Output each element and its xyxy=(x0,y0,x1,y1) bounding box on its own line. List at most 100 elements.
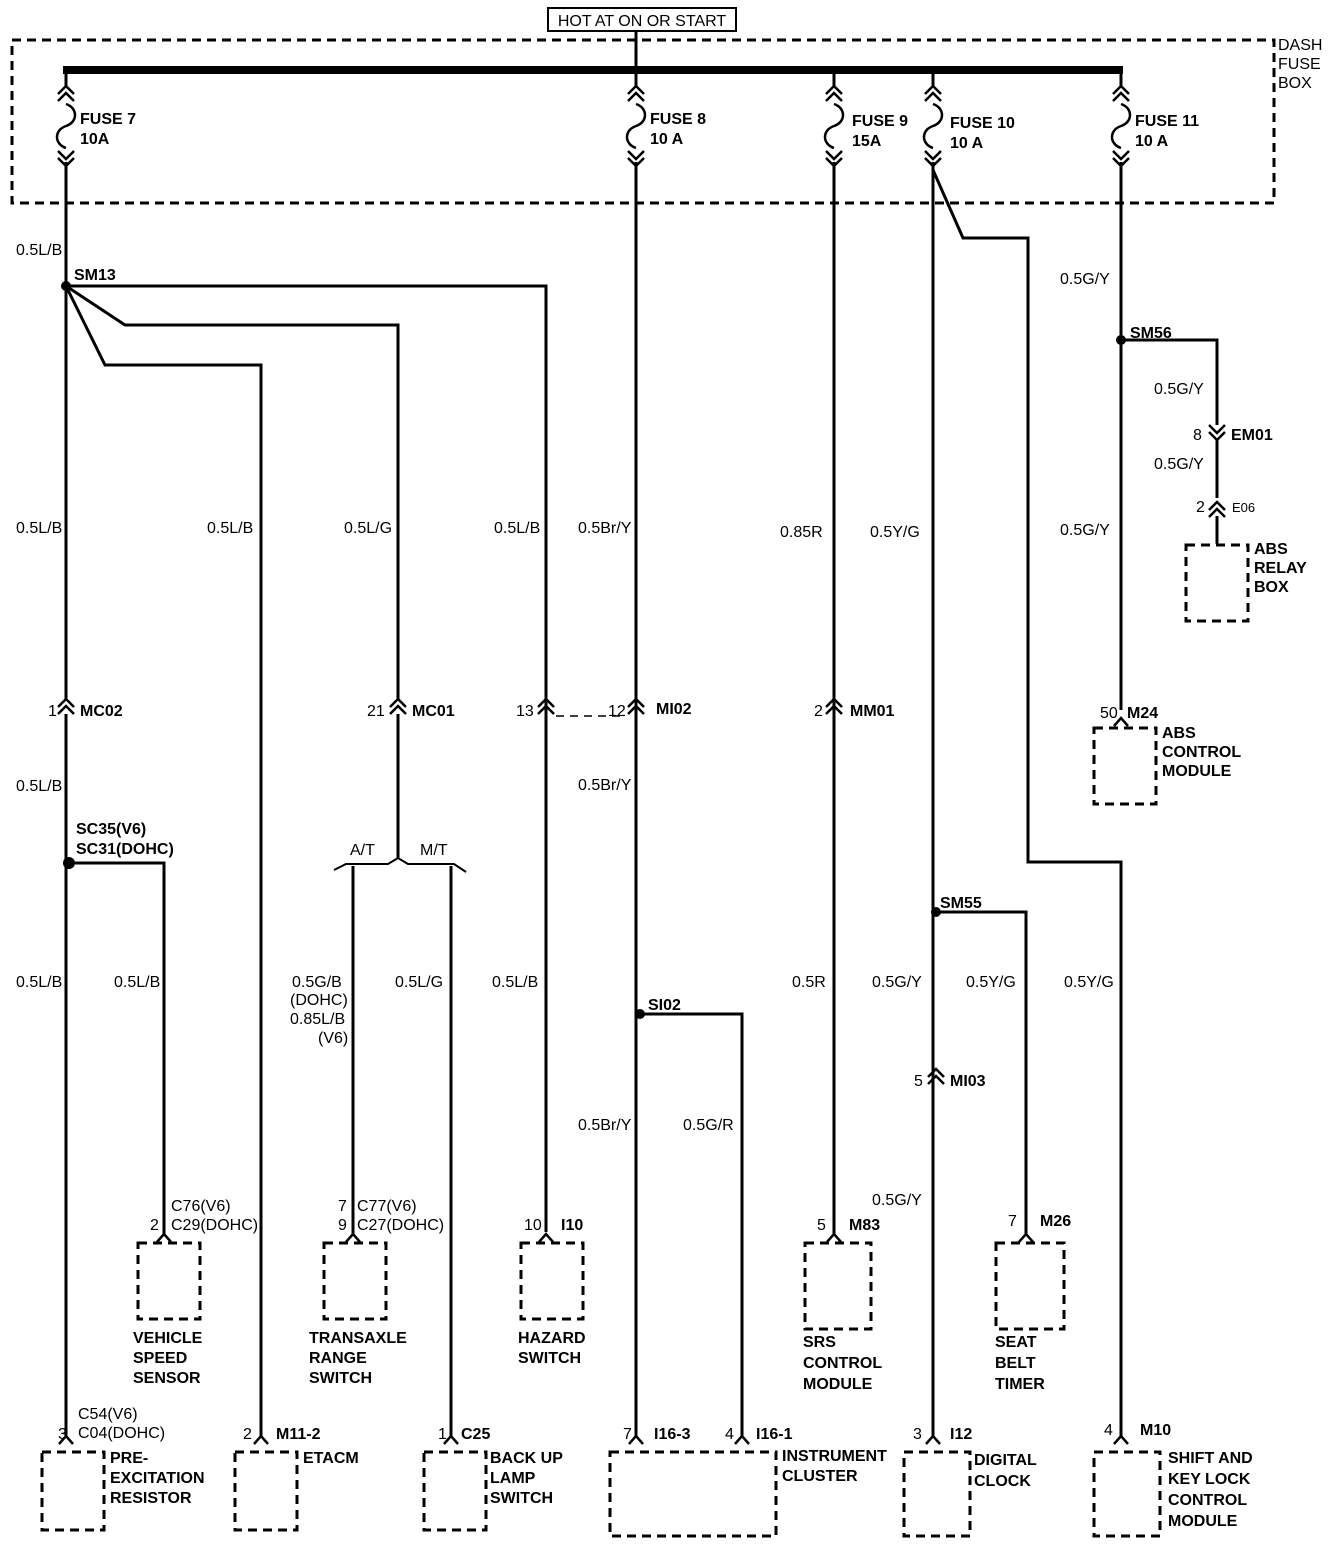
fuse-7-name: FUSE 7 xyxy=(80,111,136,128)
wire-label-trs-1: 0.5G/B xyxy=(292,974,342,991)
abs-module-label-1: ABS xyxy=(1162,725,1196,742)
vss-label-3: SENSOR xyxy=(133,1370,201,1387)
mc02-pin: 1 xyxy=(48,703,57,720)
hazard-terminal xyxy=(537,1232,555,1244)
fuse-9-amps: 15A xyxy=(852,133,882,150)
fuse-9-name: FUSE 9 xyxy=(852,113,908,130)
vss-label-2: SPEED xyxy=(133,1350,187,1367)
wire-label-mc01: 0.5L/G xyxy=(344,520,392,537)
abs-module-label-3: MODULE xyxy=(1162,763,1232,780)
wire-label-f9-bot: 0.5R xyxy=(792,974,826,991)
abs-module-label-2: CONTROL xyxy=(1162,744,1241,761)
wire-label-mc02-top: 0.5L/B xyxy=(16,520,62,537)
abs-control-module xyxy=(1092,726,1158,806)
vss-conn-1: C76(V6) xyxy=(171,1198,231,1215)
shiftlock-pin: 4 xyxy=(1104,1422,1113,1439)
fuse-8-amps: 10 A xyxy=(650,131,684,148)
wire-sm13-hazard xyxy=(66,284,548,1232)
trs-terminal xyxy=(344,1232,362,1244)
backup-pin: 1 xyxy=(438,1426,447,1443)
trs-pin-1: 7 xyxy=(338,1198,347,1215)
wire-label-f7: 0.5L/B xyxy=(16,242,62,259)
fuse-9 xyxy=(823,74,845,200)
backup-label-3: SWITCH xyxy=(490,1490,553,1507)
transaxle-range-switch xyxy=(322,1241,388,1321)
wire-label-f8-bot: 0.5Br/Y xyxy=(578,1117,632,1134)
mm01-name: MM01 xyxy=(850,703,895,720)
clock-pin: 3 xyxy=(913,1426,922,1443)
digital-clock xyxy=(902,1450,972,1538)
srs-label-1: SRS xyxy=(803,1334,836,1351)
em01-pin: 8 xyxy=(1193,427,1202,444)
wire-label-vss: 0.5L/B xyxy=(114,974,160,991)
mc01-name: MC01 xyxy=(412,703,455,720)
backup-lamp-switch xyxy=(422,1450,488,1532)
wire-label-backup: 0.5L/G xyxy=(395,974,443,991)
wire-label-f10-seat: 0.5Y/G xyxy=(966,974,1016,991)
seatbelt-label-1: SEAT xyxy=(995,1334,1037,1351)
wire-label-trs-3: 0.85L/B xyxy=(290,1011,345,1028)
srs-pin: 5 xyxy=(817,1217,826,1234)
mi02-name: MI02 xyxy=(656,701,692,718)
splice-si02-label: SI02 xyxy=(648,997,681,1014)
srs-terminal xyxy=(825,1232,843,1244)
connector-mc02 xyxy=(56,697,76,716)
cluster-pin-1: 7 xyxy=(623,1426,632,1443)
connector-mc01 xyxy=(388,697,408,716)
instrument-cluster xyxy=(608,1450,778,1538)
wire-label-f10-shift: 0.5Y/G xyxy=(1064,974,1114,991)
srs-label-3: MODULE xyxy=(803,1376,873,1393)
hot-label-box xyxy=(547,7,737,32)
fuse-box-label-2: FUSE xyxy=(1278,56,1321,73)
wire-label-f8-top: 0.5Br/Y xyxy=(578,520,632,537)
etacm-module xyxy=(233,1450,299,1532)
trs-label-1: TRANSAXLE xyxy=(309,1330,407,1347)
hot-label: HOT AT ON OR START xyxy=(558,13,727,30)
wire-sm56-em01 xyxy=(1121,338,1219,425)
fuse-11-name: FUSE 11 xyxy=(1135,113,1199,130)
wire-label-f11-top: 0.5G/Y xyxy=(1060,271,1110,288)
wire-label-f10-gy: 0.5G/Y xyxy=(872,974,922,991)
hazard-conn: I10 xyxy=(561,1217,583,1234)
wire-label-hazard-bot: 0.5L/B xyxy=(492,974,538,991)
connector-em01 xyxy=(1207,423,1227,442)
vehicle-speed-sensor xyxy=(136,1241,202,1321)
fuse-7 xyxy=(55,74,77,200)
shiftlock-label-3: CONTROL xyxy=(1168,1492,1247,1509)
trs-label-2: RANGE xyxy=(309,1350,367,1367)
cluster-conn-2: I16-1 xyxy=(756,1426,793,1443)
wire-label-etacm: 0.5L/B xyxy=(207,520,253,537)
mm01-pin: 2 xyxy=(814,703,823,720)
abs-relay-box xyxy=(1184,543,1250,623)
mi02-13-pin: 13 xyxy=(516,703,534,720)
srs-control-module xyxy=(803,1241,873,1331)
etacm-conn: M11-2 xyxy=(276,1426,321,1443)
etacm-label: ETACM xyxy=(303,1450,359,1467)
clock-label-2: CLOCK xyxy=(974,1473,1031,1490)
splice-sm55-label: SM55 xyxy=(940,895,982,912)
em01-name: EM01 xyxy=(1231,427,1273,444)
hazard-label-2: SWITCH xyxy=(518,1350,581,1367)
clock-conn: I12 xyxy=(950,1426,972,1443)
fuse-11 xyxy=(1110,74,1132,200)
mc02-name: MC02 xyxy=(80,703,123,720)
backup-conn: C25 xyxy=(461,1426,490,1443)
fuse-10-amps: 10 A xyxy=(950,135,984,152)
transaxle-split xyxy=(333,856,467,873)
connector-e06 xyxy=(1207,500,1227,519)
hazard-pin: 10 xyxy=(524,1217,542,1234)
wire-si02-cluster xyxy=(640,1012,744,1438)
wire-sm55-seatbelt xyxy=(936,910,1028,1236)
pre-exc-pin: 3 xyxy=(58,1426,67,1443)
shift-key-lock-module xyxy=(1092,1450,1162,1538)
srs-label-2: CONTROL xyxy=(803,1355,882,1372)
trs-pin-2: 9 xyxy=(338,1217,347,1234)
backup-label-1: BACK UP xyxy=(490,1450,563,1467)
e06-name: E06 xyxy=(1232,500,1255,515)
mi02-pin: 12 xyxy=(608,703,626,720)
wire-label-f9-top: 0.85R xyxy=(780,524,823,541)
vss-label-1: VEHICLE xyxy=(133,1330,203,1347)
wire-sm13-etacm xyxy=(64,285,263,1438)
